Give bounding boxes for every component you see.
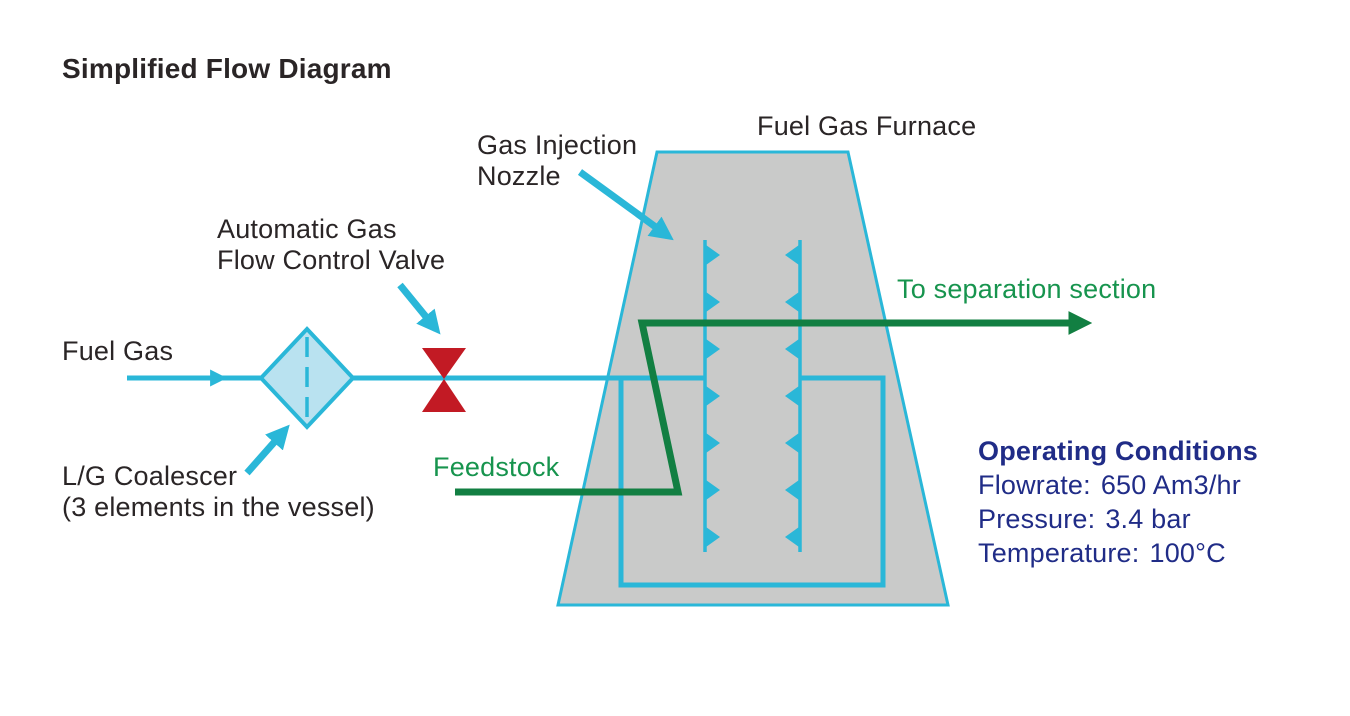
nozzle-jet-icon xyxy=(785,339,799,359)
coalescer-label-line1: L/G Coalescer xyxy=(62,461,238,491)
coalescer-label-line2: (3 elements in the vessel) xyxy=(62,492,375,522)
furnace-label: Fuel Gas Furnace xyxy=(757,111,977,141)
nozzle-jet-icon xyxy=(785,527,799,547)
nozzle-jet-icon xyxy=(706,527,720,547)
operating-conditions-title: Operating Conditions xyxy=(978,436,1258,466)
temperature-row: Temperature: 100°C xyxy=(978,536,1258,570)
nozzle-label-line2: Nozzle xyxy=(477,161,561,191)
fuel-gas-label: Fuel Gas xyxy=(62,336,174,366)
pressure-label: Pressure: xyxy=(978,504,1096,534)
valve-lower-triangle xyxy=(422,379,466,412)
valve-pointer-arrow-icon xyxy=(397,282,441,335)
nozzle-jet-icon xyxy=(785,480,799,500)
right-nozzle-jets xyxy=(785,245,799,547)
nozzle-jet-icon xyxy=(706,245,720,265)
coalescer-pointer-arrow-icon xyxy=(244,424,290,476)
nozzle-pointer-arrow-icon xyxy=(577,169,674,241)
nozzle-jet-icon xyxy=(706,386,720,406)
nozzle-jet-icon xyxy=(785,245,799,265)
nozzle-jet-icon xyxy=(785,292,799,312)
operating-conditions: Operating Conditions Flowrate: 650 Am3/hr… xyxy=(978,434,1258,570)
temperature-label: Temperature: xyxy=(978,538,1140,568)
temperature-value: 100°C xyxy=(1149,538,1226,568)
nozzle-jet-icon xyxy=(785,386,799,406)
flowrate-row: Flowrate: 650 Am3/hr xyxy=(978,468,1258,502)
nozzle-jet-icon xyxy=(706,433,720,453)
flowrate-value: 650 Am3/hr xyxy=(1100,470,1241,500)
nozzle-jet-icon xyxy=(785,433,799,453)
valve-upper-triangle xyxy=(422,348,466,379)
nozzle-jet-icon xyxy=(706,480,720,500)
feedstock-line xyxy=(455,311,1093,496)
burner-loop-pipe xyxy=(618,375,886,588)
separation-label: To separation section xyxy=(897,274,1157,304)
valve-label-line1: Automatic Gas xyxy=(217,214,397,244)
pressure-row: Pressure: 3.4 bar xyxy=(978,502,1258,536)
coalescer-label: L/G Coalescer (3 elements in the vessel) xyxy=(62,461,375,523)
nozzle-label-line1: Gas Injection xyxy=(477,130,638,160)
control-valve-icon xyxy=(422,348,466,412)
nozzle-jet-icon xyxy=(706,339,720,359)
page-title: Simplified Flow Diagram xyxy=(62,53,392,84)
left-nozzle-jets xyxy=(706,245,720,547)
feedstock-label: Feedstock xyxy=(433,452,560,482)
pressure-value: 3.4 bar xyxy=(1105,504,1191,534)
valve-label-line2: Flow Control Valve xyxy=(217,245,446,275)
flowrate-label: Flowrate: xyxy=(978,470,1091,500)
nozzle-jet-icon xyxy=(706,292,720,312)
valve-label: Automatic Gas Flow Control Valve xyxy=(217,214,445,276)
nozzle-label: Gas Injection Nozzle xyxy=(477,130,637,192)
